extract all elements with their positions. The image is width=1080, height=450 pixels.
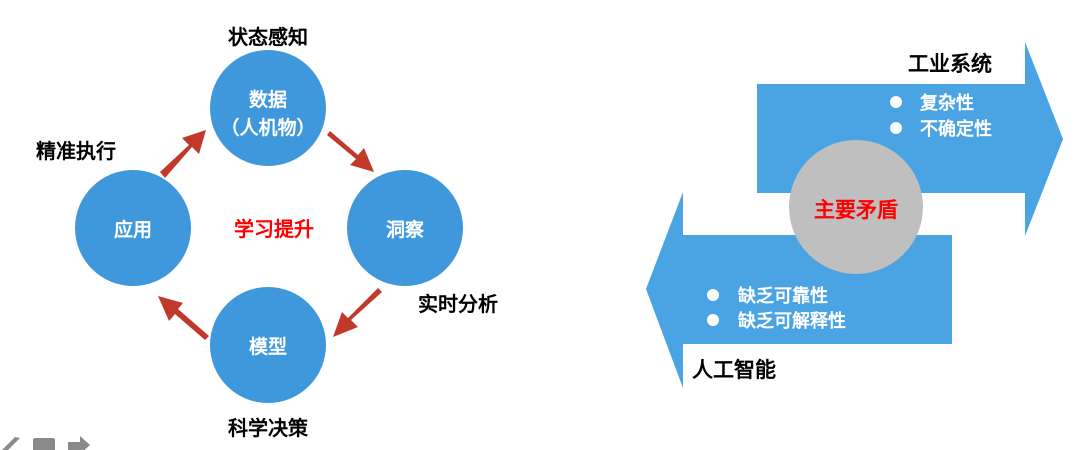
cycle-arrows xyxy=(158,130,382,340)
arrow-app-to-data xyxy=(160,130,206,178)
bullet-icon xyxy=(890,96,902,108)
pencil-icon[interactable] xyxy=(2,437,20,450)
bullet-icon xyxy=(707,314,719,326)
node-app-label: 应用 xyxy=(114,218,152,241)
node-insight xyxy=(347,170,463,286)
caption-model: 科学决策 xyxy=(228,416,309,440)
cycle-center-label: 学习提升 xyxy=(234,217,314,241)
node-data-label: 数据 xyxy=(249,88,287,111)
node-data xyxy=(210,50,326,166)
arrow-insight-to-model xyxy=(333,288,382,337)
ai-bullet-1: 缺乏可靠性 xyxy=(737,285,828,307)
note-icon[interactable] xyxy=(33,438,55,450)
arrow-right-icon[interactable] xyxy=(68,436,90,450)
node-data-sublabel: （人机物） xyxy=(220,116,315,139)
node-model xyxy=(210,287,326,403)
node-app xyxy=(75,170,191,286)
caption-data: 状态感知 xyxy=(228,25,308,49)
node-insight-label: 洞察 xyxy=(386,218,425,241)
bullet-icon xyxy=(890,122,902,134)
bullet-icon xyxy=(707,289,719,301)
node-model-label: 模型 xyxy=(249,335,287,358)
arrow-data-to-insight xyxy=(327,131,374,172)
caption-app: 精准执行 xyxy=(36,139,116,163)
ai-title: 人工智能 xyxy=(692,358,776,382)
industrial-bullet-2: 不确定性 xyxy=(920,118,992,140)
ai-bullet-2: 缺乏可解释性 xyxy=(737,310,846,332)
conflict-label: 主要矛盾 xyxy=(814,198,898,222)
caption-insight: 实时分析 xyxy=(418,292,498,316)
industrial-bullet-1: 复杂性 xyxy=(919,92,974,114)
conflict-circle xyxy=(789,140,923,274)
industrial-title: 工业系统 xyxy=(908,52,992,76)
arrow-model-to-app xyxy=(158,296,209,340)
